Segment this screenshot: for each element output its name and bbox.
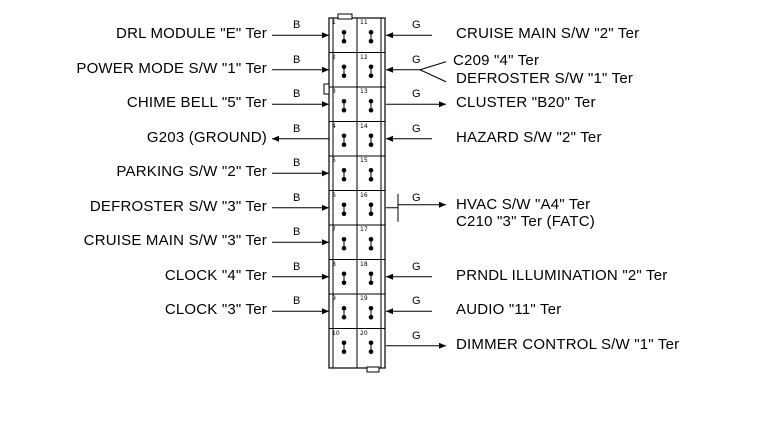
pin-number: 18 [360, 260, 368, 268]
wire-arrowhead [386, 308, 393, 315]
wire-arrowhead [439, 201, 446, 208]
wire-color-code: G [412, 260, 421, 273]
pin-destination-label: CHIME BELL "5" Ter [126, 94, 267, 112]
pin-number: 15 [360, 157, 368, 164]
pin-number: 17 [360, 226, 368, 233]
pin-destination-label: POWER MODE S/W "1" Ter [76, 59, 267, 77]
pin-number: 6 [332, 191, 336, 199]
wire-arrowhead [322, 66, 329, 73]
wire-color-code: B [293, 88, 301, 101]
wire-arrowhead [272, 135, 279, 142]
pin-number: 3 [332, 88, 336, 95]
pin-number: 20 [360, 329, 368, 337]
pin-destination-label: C209 "4" Ter [453, 51, 540, 69]
pin-destination-label: DEFROSTER S/W "3" Ter [89, 197, 267, 215]
wire-line [419, 61, 447, 71]
pin-number: 14 [360, 122, 368, 130]
pin-number: 10 [332, 329, 340, 337]
wire-arrowhead [439, 342, 446, 349]
pin-number: 5 [332, 157, 336, 164]
pin-destination-label: CRUISE MAIN S/W "2" Ter [456, 25, 640, 43]
connector-bottom-tab [366, 366, 380, 373]
wire-arrowhead [322, 170, 329, 177]
connector-side-latch [323, 83, 330, 95]
wire-arrowhead [322, 239, 329, 246]
wire-arrowhead [322, 273, 329, 280]
pin-number: 7 [332, 226, 336, 233]
wire-line [419, 69, 447, 83]
wire-arrowhead [386, 135, 393, 142]
wire-color-code: B [293, 122, 301, 135]
wire-arrowhead [386, 273, 393, 280]
pin-number: 19 [360, 295, 368, 302]
wire-color-code: B [293, 295, 301, 308]
wire-arrowhead [322, 101, 329, 108]
pin-destination-label: DEFROSTER S/W "1" Ter [456, 69, 634, 87]
wire-color-code: G [412, 191, 421, 204]
pin-number: 2 [332, 53, 336, 61]
pin-number: 16 [360, 191, 368, 199]
connector-top-tab [337, 13, 353, 20]
pin-destination-label: PRNDL ILLUMINATION "2" Ter [456, 266, 668, 284]
pin-destination-label: HAZARD S/W "2" Ter [456, 128, 602, 146]
pin-number: 4 [332, 122, 336, 130]
pin-destination-label: C210 "3" Ter (FATC) [456, 212, 595, 230]
wire-color-code: G [412, 53, 421, 66]
pin-destination-label: CLOCK "4" Ter [164, 266, 267, 284]
pin-number: 13 [360, 88, 368, 95]
wire-color-code: B [293, 19, 301, 32]
wire-color-code: B [293, 53, 301, 66]
wire-arrowhead [322, 32, 329, 39]
pin-destination-label: DIMMER CONTROL S/W "1" Ter [456, 335, 680, 353]
wire-color-code: B [293, 191, 301, 204]
pin-destination-label: CLUSTER "B20" Ter [456, 94, 596, 112]
pin-destination-label: PARKING S/W "2" Ter [116, 163, 267, 181]
wire-color-code: G [412, 329, 421, 342]
wire-color-code: G [412, 88, 421, 101]
pin-number: 11 [360, 19, 368, 26]
pin-number: 9 [332, 295, 336, 302]
wire-color-code: B [293, 157, 301, 170]
wire-arrowhead [322, 308, 329, 315]
pin-number: 8 [332, 260, 336, 268]
pin-destination-label: CLOCK "3" Ter [164, 301, 267, 319]
pin-destination-label: DRL MODULE "E" Ter [116, 25, 267, 43]
wire-color-code: G [412, 295, 421, 308]
wire-color-code: G [412, 19, 421, 32]
wire-arrowhead [322, 204, 329, 211]
wire-arrowhead [386, 32, 393, 39]
pin-number: 12 [360, 53, 368, 61]
pin-destination-label: G203 (GROUND) [146, 128, 267, 146]
wire-arrowhead [386, 66, 393, 73]
pin-destination-label: AUDIO "11" Ter [456, 301, 562, 319]
wire-arrowhead [439, 101, 446, 108]
pin-number: 1 [332, 19, 336, 26]
pin-destination-label: HVAC S/W "A4" Ter [456, 195, 591, 213]
pin-destination-label: CRUISE MAIN S/W "3" Ter [83, 232, 267, 250]
wire-color-code: G [412, 122, 421, 135]
wire-color-code: B [293, 260, 301, 273]
wire-color-code: B [293, 226, 301, 239]
